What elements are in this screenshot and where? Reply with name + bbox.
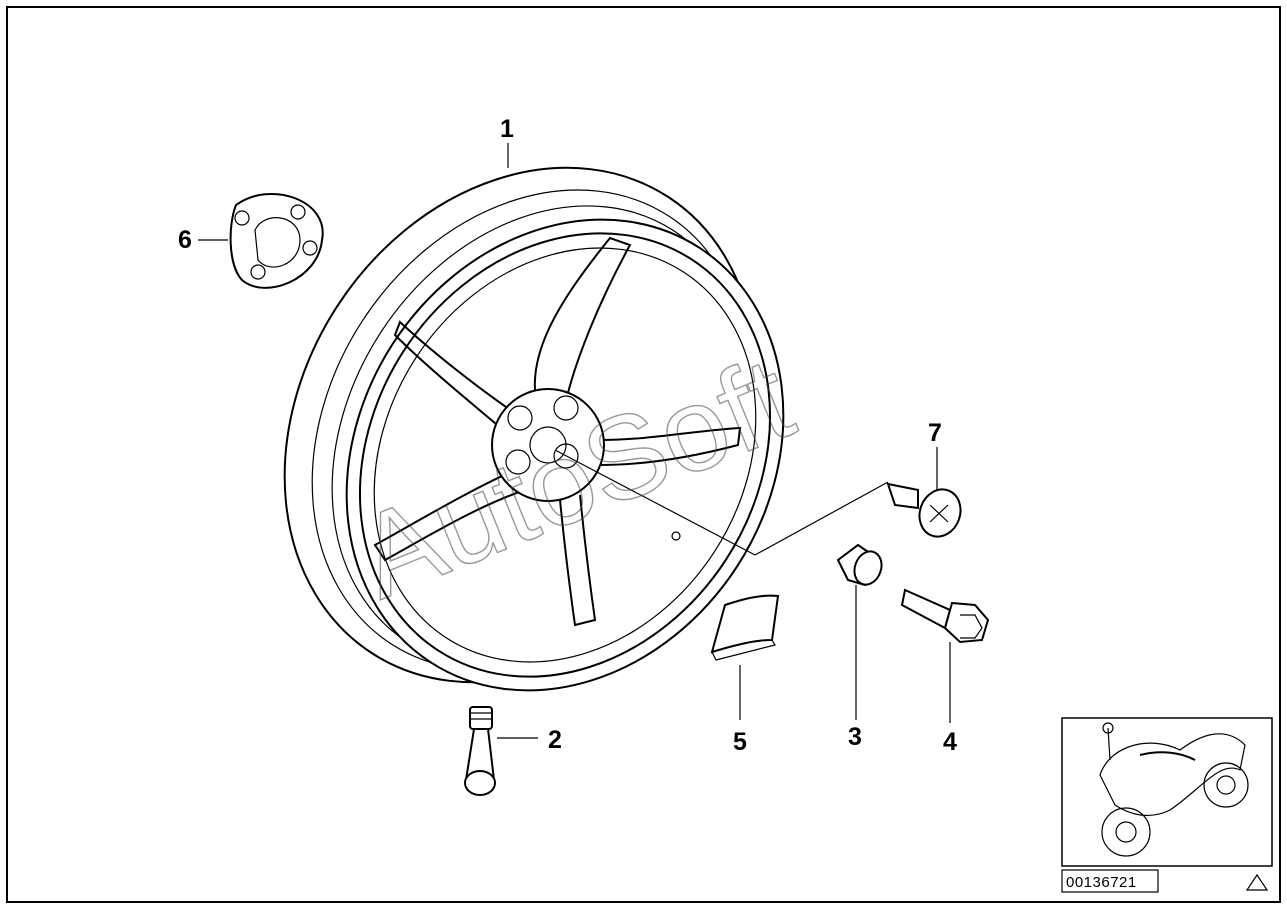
callout-6: 6 [178,226,192,254]
callout-3: 3 [848,723,862,751]
callout-5: 5 [733,728,747,756]
hub-cap [886,482,962,538]
balance-weight [710,594,780,661]
callout-7: 7 [928,419,942,447]
callout-1: 1 [500,115,514,143]
motorcycle-thumbnail-icon [1099,722,1249,857]
hex-bolt [900,588,990,644]
diagram-id-box [1061,869,1159,893]
callout-4: 4 [943,728,957,756]
tyre-valve [464,706,496,796]
thumbnail-frame [1061,717,1273,867]
diagram-border [6,6,1281,903]
triangle-warning-icon [1245,873,1269,891]
spacer-sleeve [836,543,883,587]
callout-2: 2 [548,726,562,754]
diagram-id: 00136721 [1066,874,1137,891]
brake-disc-carrier [229,192,324,289]
